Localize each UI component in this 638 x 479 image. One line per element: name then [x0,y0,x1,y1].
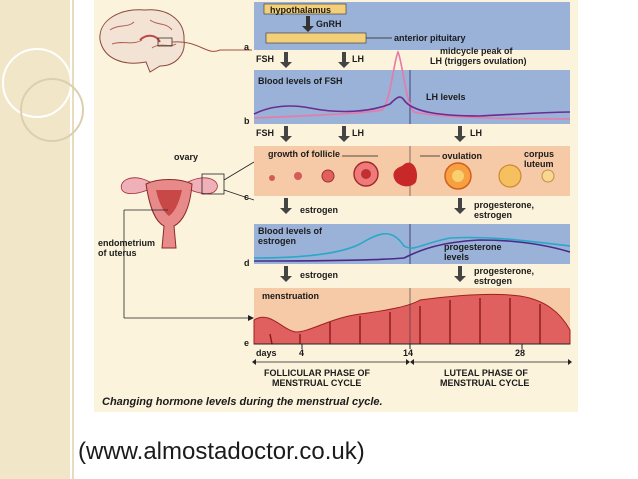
label-luteal-1: LUTEAL PHASE OF [444,368,528,378]
label-midcycle-1: midcycle peak of [440,46,513,56]
progesterone-curve [253,239,571,262]
label-panel-c: c [244,192,250,202]
label-fsh-b: FSH [256,128,274,138]
label-corpus: corpus [524,149,555,159]
label-panel-b: b [244,116,250,126]
decorative-ring-2 [20,78,84,142]
label-estrogen-d: estrogen [300,270,339,280]
label-growth-follicle: growth of follicle [268,149,340,159]
label-panel-a: a [244,42,250,52]
label-estrogen-c: estrogen [300,205,339,215]
label-anterior-pituitary: anterior pituitary [394,33,466,43]
label-luteum: luteum [524,159,554,169]
label-progesterone-c2: estrogen [474,210,513,220]
label-midcycle-2: LH (triggers ovulation) [430,56,527,66]
label-lh-b1: LH [352,128,364,138]
label-blood-fsh: Blood levels of FSH [258,76,343,86]
label-panel-d: d [244,258,250,268]
uterus-illustration [120,161,255,249]
fsh-curve [253,96,571,117]
label-days: days [256,348,277,358]
label-progesterone-d1: progesterone, [474,266,535,276]
label-follicular-2: MENSTRUAL CYCLE [272,378,362,388]
label-progesterone-levels-1: progesterone [444,242,502,252]
label-gnrh: GnRH [316,19,342,29]
label-panel-e: e [244,338,250,348]
label-ovulation: ovulation [442,151,482,161]
label-hypothalamus: hypothalamus [270,5,332,15]
estrogen-curve [253,232,571,259]
label-endometrium-1: endometrium [98,238,156,248]
label-blood-estrogen-2: estrogen [258,236,297,246]
label-lh-b2: LH [470,128,482,138]
label-lh-levels: LH levels [426,92,466,102]
brain-illustration [99,9,252,73]
label-luteal-2: MENSTRUAL CYCLE [440,378,530,388]
label-day-28: 28 [515,348,526,358]
label-blood-estrogen-1: Blood levels of [258,226,323,236]
sidebar-divider [72,0,74,479]
label-follicular-1: FOLLICULAR PHASE OF [264,368,370,378]
label-progesterone-d2: estrogen [474,276,513,286]
figure-caption: Changing hormone levels during the menst… [102,396,383,408]
label-ovary: ovary [174,152,199,162]
endometrium-layer [253,293,571,345]
source-citation: (www.almostadoctor.co.uk) [78,438,365,465]
label-fsh-a: FSH [256,54,274,64]
label-day-14: 14 [403,348,414,358]
label-endometrium-2: of uterus [98,248,137,258]
lh-curve [253,50,571,120]
label-progesterone-c1: progesterone, [474,200,535,210]
label-progesterone-levels-2: levels [444,252,470,262]
label-lh-a: LH [352,54,364,64]
label-day-4: 4 [299,348,305,358]
label-menstruation: menstruation [262,291,320,301]
